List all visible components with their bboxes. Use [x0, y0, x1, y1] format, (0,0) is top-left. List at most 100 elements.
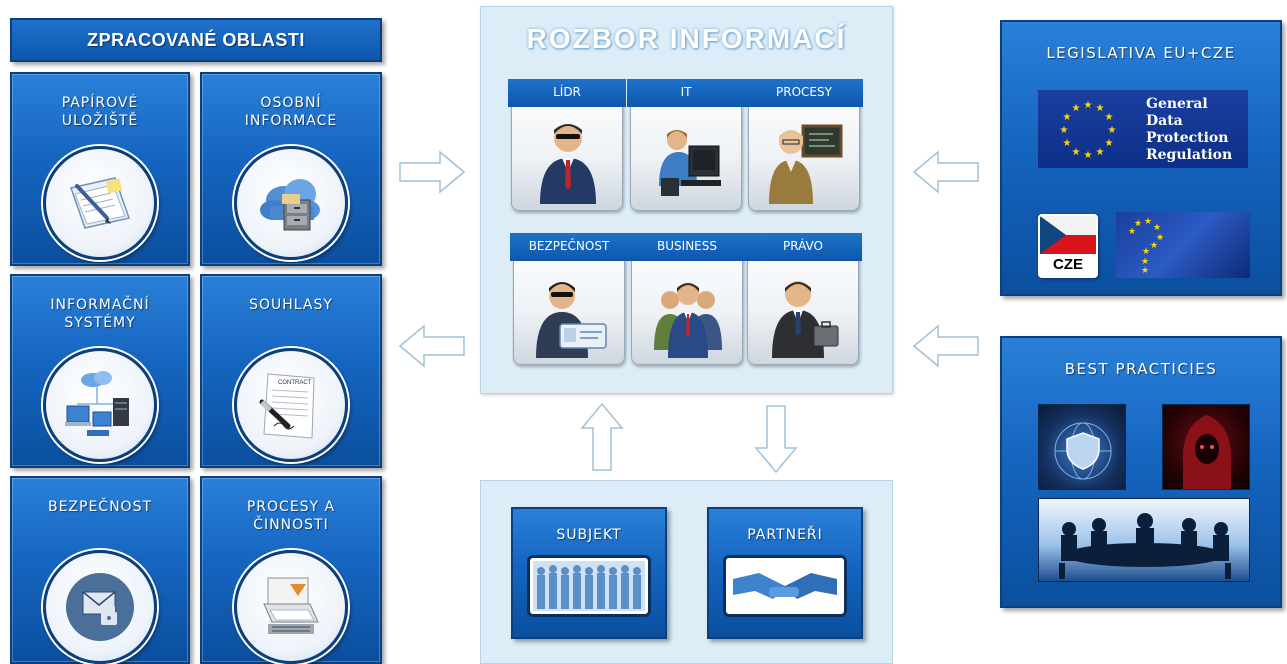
gdpr-line: Data [1146, 113, 1183, 129]
legislation-block: LEGISLATIVA EU+CZE ★★★ ★★★ ★★★ ★★★ Gener… [1000, 20, 1282, 296]
cze-flag[interactable]: CZE [1038, 214, 1098, 278]
svg-text:★: ★ [1072, 103, 1081, 114]
svg-text:★: ★ [1134, 218, 1142, 228]
svg-text:★: ★ [1063, 138, 1072, 149]
tile-paper-storage[interactable]: PAPÍROVÉ ULOŽIŠTĚ [10, 72, 190, 266]
svg-text:★: ★ [1072, 147, 1081, 158]
tile-image [527, 555, 651, 617]
tile-label: PROCESY A ČINNOSTI [246, 499, 336, 533]
eu-question-icon: ★★★ ★★★ ★★★ [1128, 216, 1164, 274]
lawyer-icon [772, 281, 839, 358]
card-label: BEZPEČNOST [510, 233, 628, 261]
leader-person-icon [540, 124, 596, 204]
paper-storage-icon [70, 177, 130, 229]
information-analysis-panel: ROZBOR INFORMACÍ LÍDR IT PROCESY [480, 6, 893, 394]
tile-label: PARTNEŘI [747, 527, 823, 543]
arrow-left-icon [398, 324, 465, 368]
best-practices-title: BEST PRACTICIES [1064, 360, 1218, 378]
card-label: LÍDR [508, 79, 626, 107]
gdpr-line: Regulation [1146, 147, 1233, 163]
center-title: ROZBOR INFORMACÍ [526, 23, 847, 54]
tile-consents[interactable]: SOUHLASY CONTRACT [200, 274, 382, 468]
svg-text:★: ★ [1150, 240, 1158, 250]
card-business[interactable]: BUSINESS [628, 233, 746, 365]
gdpr-banner[interactable]: ★★★ ★★★ ★★★ ★★★ General Data Protection … [1038, 90, 1248, 168]
contract-pen-icon: CONTRACT [259, 373, 315, 439]
crowd-silhouette-icon [533, 561, 645, 611]
arrow-down-icon [754, 405, 798, 474]
svg-text:★: ★ [1084, 100, 1093, 111]
stakeholders-panel: SUBJEKT PARTNEŘI [480, 480, 893, 664]
tile-personal-information[interactable]: OSOBNÍ INFORMACE [200, 72, 382, 266]
tile-subject[interactable]: SUBJEKT [511, 507, 667, 639]
gdpr-text: General Data Protection Regulation [1146, 96, 1246, 164]
tile-circle [234, 550, 348, 664]
business-group-icon [654, 283, 722, 358]
svg-text:★: ★ [1084, 150, 1093, 161]
meeting-image [1038, 498, 1250, 582]
svg-text:★: ★ [1128, 226, 1136, 236]
legislation-title: LEGISLATIVA EU+CZE [1046, 44, 1236, 62]
shield-globe-icon [1054, 422, 1112, 480]
card-processes[interactable]: PROCESY [745, 79, 863, 211]
tile-circle [234, 146, 348, 260]
tile-label: BEZPEČNOST [47, 499, 153, 515]
tile-information-systems[interactable]: INFORMAČNÍ SYSTÉMY [10, 274, 190, 468]
tile-security[interactable]: BEZPEČNOST [10, 476, 190, 664]
tile-circle [43, 146, 157, 260]
secure-mail-icon [66, 573, 134, 641]
svg-text:★: ★ [1096, 103, 1105, 114]
process-documents-icon [263, 577, 319, 634]
network-computers-icon [65, 371, 129, 436]
card-label: PRÁVO [744, 233, 862, 261]
handshake-icon [729, 561, 841, 611]
tile-label: OSOBNÍ INFORMACE [244, 95, 338, 129]
card-label: PROCESY [745, 79, 863, 107]
tile-label: SOUHLASY [249, 297, 333, 313]
cze-label: CZE [1040, 254, 1096, 276]
eu-question-image: ★★★ ★★★ ★★★ [1116, 212, 1250, 278]
tile-circle [43, 550, 157, 664]
tile-circle [43, 348, 157, 462]
svg-text:★: ★ [1105, 112, 1114, 123]
svg-text:CONTRACT: CONTRACT [278, 380, 312, 386]
eu-stars-icon: ★★★ ★★★ ★★★ ★★★ [1060, 100, 1117, 161]
tile-label: SUBJEKT [556, 527, 622, 543]
best-practices-block: BEST PRACTICIES [1000, 336, 1282, 608]
card-law[interactable]: PRÁVO [744, 233, 862, 365]
svg-text:★: ★ [1156, 232, 1164, 242]
svg-text:★: ★ [1063, 112, 1072, 123]
shield-globe-image [1038, 404, 1126, 490]
svg-text:★: ★ [1153, 222, 1161, 232]
card-it[interactable]: IT [627, 79, 745, 211]
czech-flag-icon [1040, 216, 1096, 254]
hacker-image [1162, 404, 1250, 490]
svg-text:★: ★ [1060, 125, 1069, 136]
card-leader[interactable]: LÍDR [508, 79, 626, 211]
gdpr-line: General [1146, 96, 1208, 112]
gdpr-line: Protection [1146, 130, 1229, 146]
tile-circle: CONTRACT [234, 348, 348, 462]
svg-text:★: ★ [1108, 125, 1117, 136]
tile-image [723, 555, 847, 617]
cloud-cabinet-icon [260, 179, 320, 231]
tile-label: PAPÍROVÉ ULOŽIŠTĚ [61, 95, 139, 129]
svg-text:★: ★ [1141, 265, 1149, 274]
processed-areas-header: ZPRACOVANÉ OBLASTI [10, 18, 382, 62]
security-badge-icon [536, 282, 607, 358]
tile-partners[interactable]: PARTNEŘI [707, 507, 863, 639]
tile-processes-activities[interactable]: PROCESY A ČINNOSTI [200, 476, 382, 664]
hacker-hood-icon [1183, 415, 1231, 489]
card-label: BUSINESS [628, 233, 746, 261]
svg-text:★: ★ [1144, 216, 1152, 226]
it-worker-icon [659, 130, 721, 196]
svg-text:★: ★ [1142, 246, 1150, 256]
svg-text:★: ★ [1141, 256, 1149, 266]
card-label: IT [627, 79, 745, 107]
tile-label: INFORMAČNÍ SYSTÉMY [50, 297, 150, 331]
svg-text:★: ★ [1105, 138, 1114, 149]
card-security[interactable]: BEZPEČNOST [510, 233, 628, 365]
arrow-left-icon [912, 324, 979, 368]
svg-text:★: ★ [1096, 147, 1105, 158]
arrow-up-icon [580, 402, 624, 471]
